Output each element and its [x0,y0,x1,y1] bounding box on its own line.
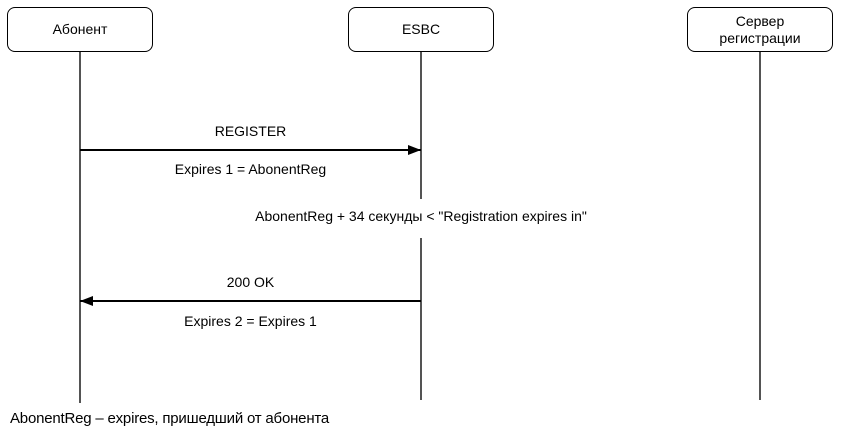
actor-box-registration-server: Сервер регистрации [687,7,833,52]
actor-label-esbc: ESBC [401,21,441,37]
message-200ok-label: 200 OK [226,274,275,290]
message-register-label: REGISTER [214,123,287,139]
message-register-sublabel: Expires 1 = AbonentReg [174,161,327,177]
actor-box-esbc: ESBC [348,7,494,52]
lifeline-registration-server [759,52,761,400]
actor-label-registration-server: Сервер регистрации [719,12,801,46]
footnote-abonentreg-definition: AbonentReg – expires, пришедший от абоне… [10,410,330,427]
arrowhead-right-icon [408,145,421,155]
annotation-expiry-check: AbonentReg + 34 секунды < "Registration … [171,199,671,238]
message-200ok-arrow [80,296,421,306]
annotation-expiry-check-text: AbonentReg + 34 секунды < "Registration … [249,199,593,238]
arrowhead-left-icon [80,296,93,306]
message-200ok-sublabel: Expires 2 = Expires 1 [184,313,317,329]
actor-box-abonent: Абонент [7,7,153,52]
message-register-arrow [80,145,421,155]
lifeline-abonent [79,52,81,403]
actor-label-abonent: Абонент [52,21,108,37]
